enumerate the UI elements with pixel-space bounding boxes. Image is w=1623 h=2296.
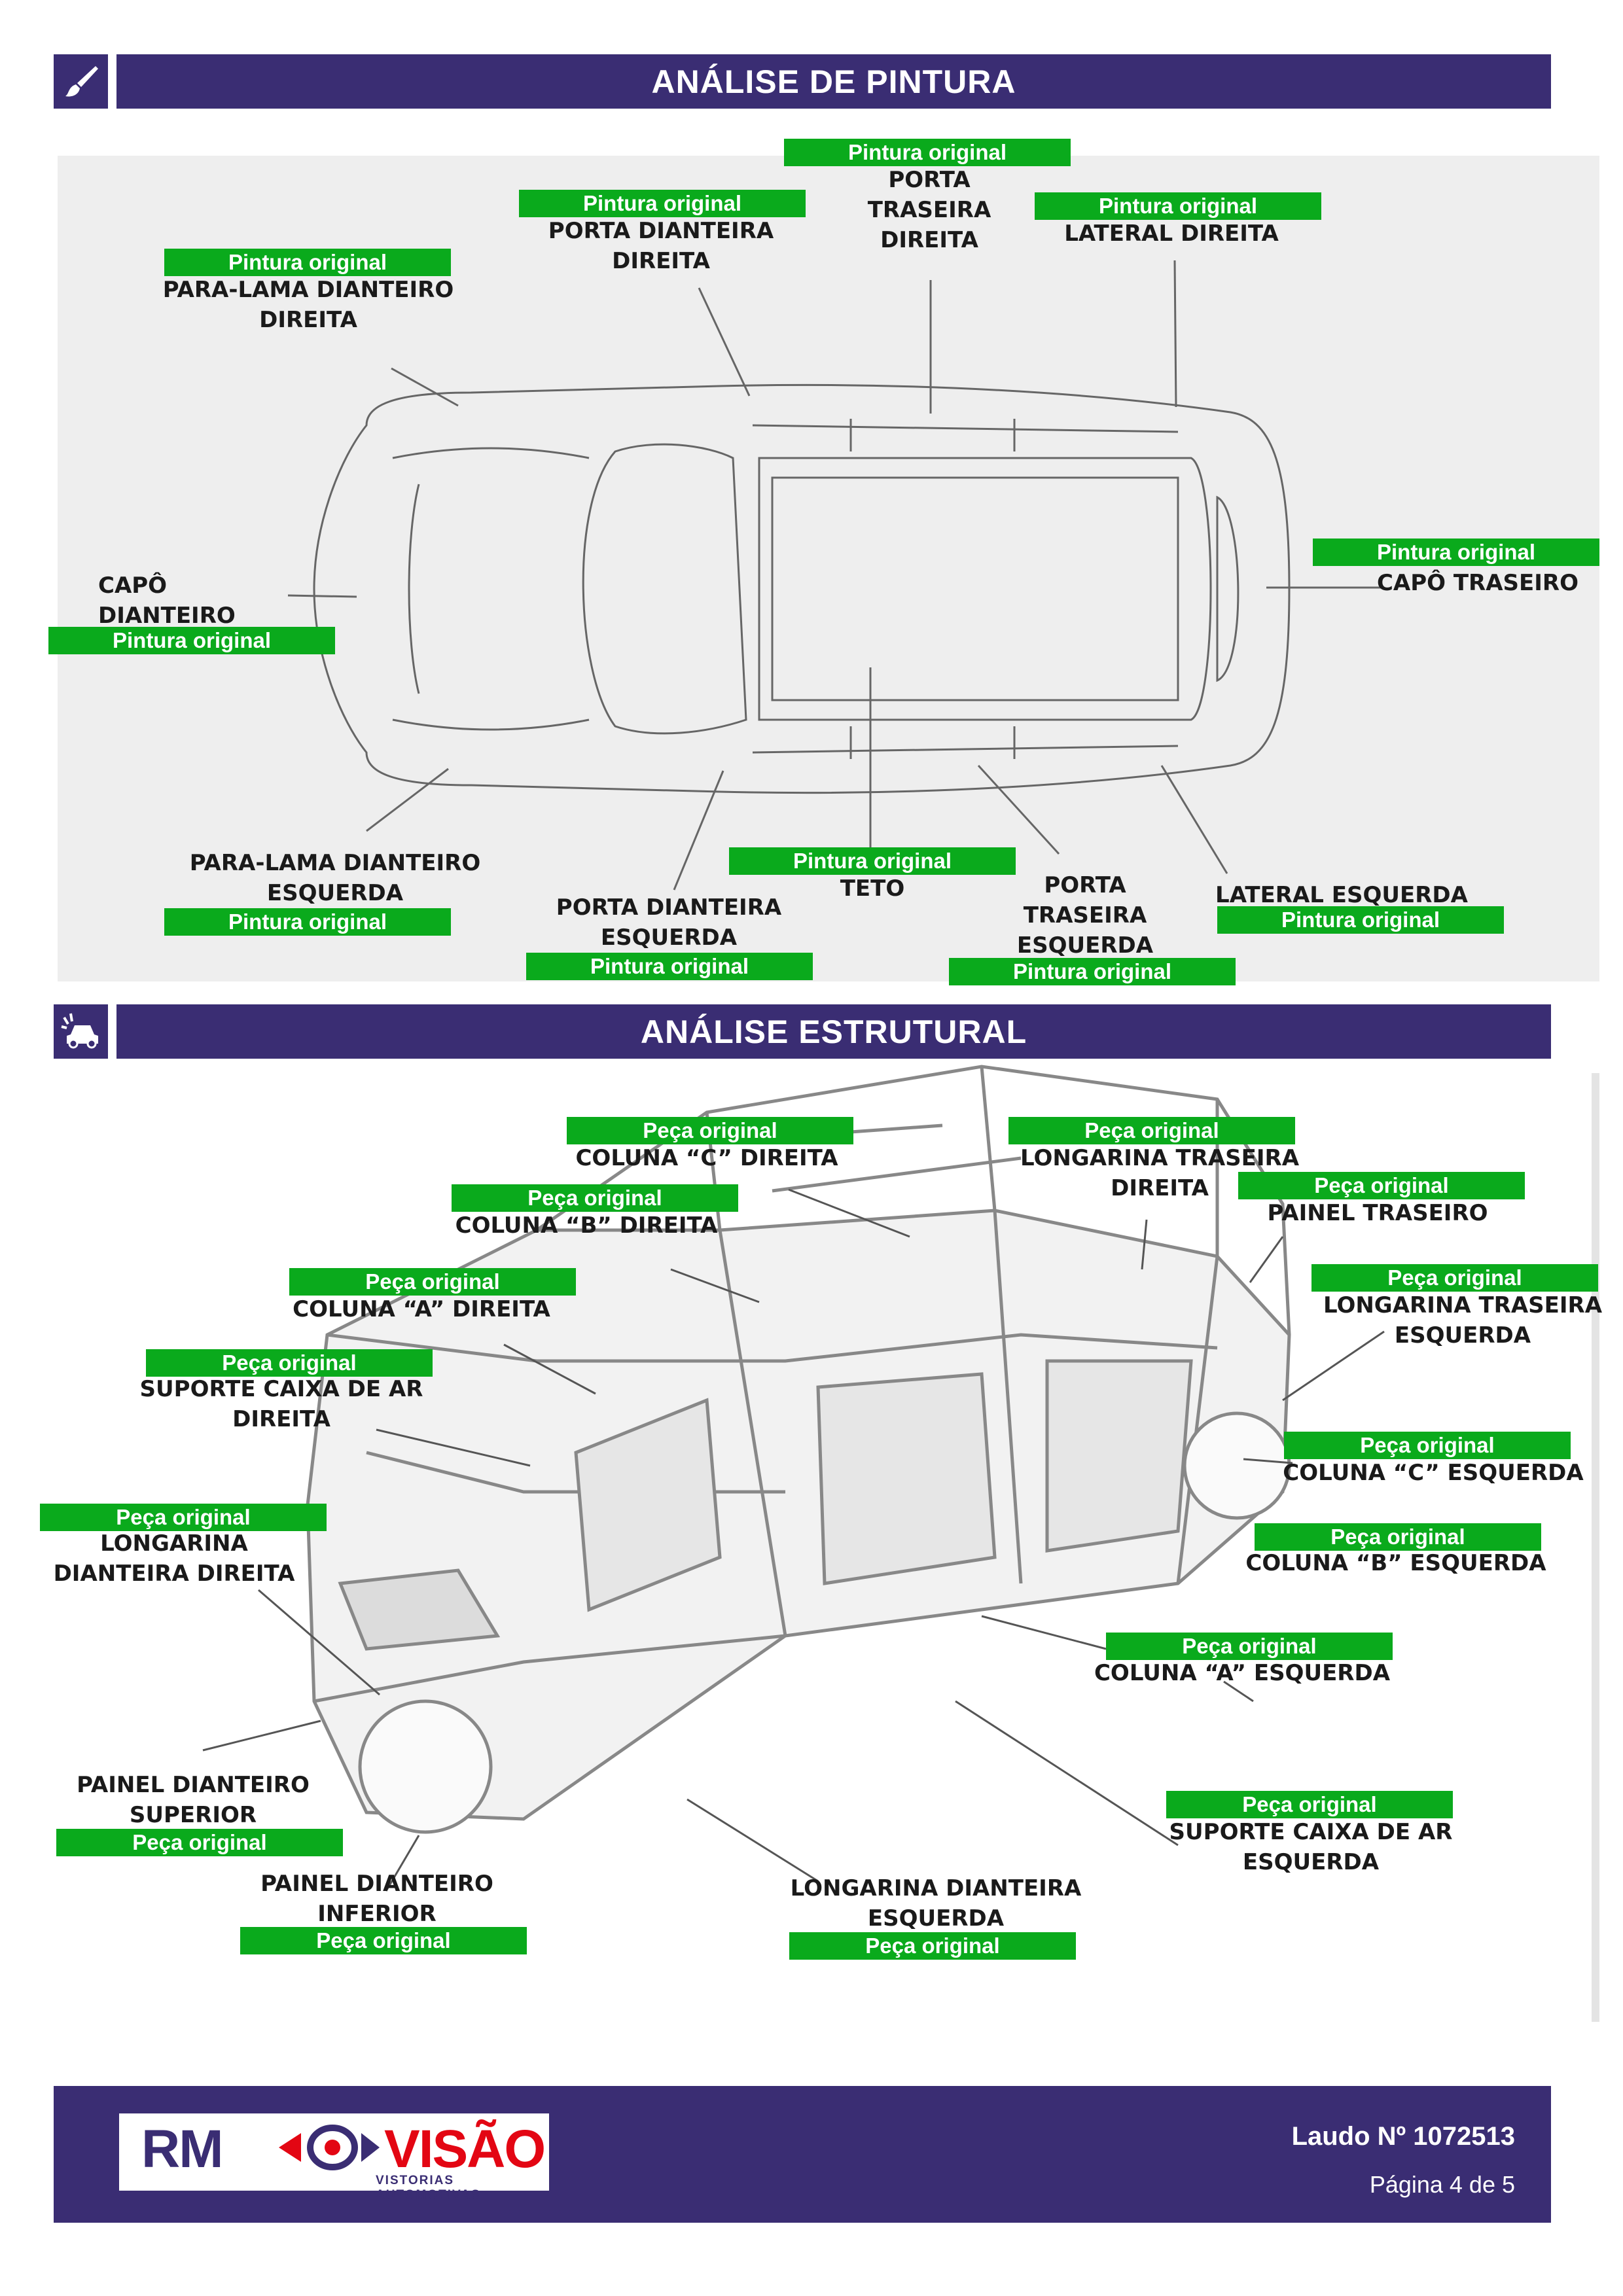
struct-part-label: COLUNA “B” DIREITA: [455, 1212, 718, 1239]
footer: RM VISÃO VISTORIAS AUTOMOTIVAS Laudo Nº …: [54, 2086, 1551, 2223]
struct-status-tag: Peça original: [1255, 1523, 1541, 1551]
struct-part-label: COLUNA “C” ESQUERDA: [1283, 1460, 1584, 1486]
paint-status-tag: Pintura original: [949, 958, 1236, 985]
paint-status-tag: Pintura original: [519, 190, 806, 217]
struct-status-tag: Peça original: [1238, 1172, 1525, 1199]
paint-status-tag: Pintura original: [1217, 906, 1504, 934]
struct-status-tag: Peça original: [56, 1829, 343, 1856]
paint-part-label: TETO: [840, 875, 905, 902]
struct-status-tag: Peça original: [1166, 1791, 1453, 1818]
brush-icon: [54, 54, 108, 109]
paint-status-tag: Pintura original: [1313, 539, 1599, 566]
struct-status-tag: Peça original: [452, 1184, 738, 1212]
struct-part-label: COLUNA “B” ESQUERDA: [1245, 1550, 1546, 1576]
struct-status-tag: Peça original: [240, 1927, 527, 1954]
section-title-painting: ANÁLISE DE PINTURA: [116, 54, 1551, 109]
struct-part-label: PAINEL TRASEIRO: [1267, 1200, 1488, 1226]
struct-status-tag: Peça original: [146, 1349, 433, 1377]
page-number: Página 4 de 5: [1369, 2171, 1515, 2198]
logo-text-left: RM: [141, 2119, 224, 2179]
company-logo: RM VISÃO VISTORIAS AUTOMOTIVAS: [119, 2113, 549, 2202]
paint-status-tag: Pintura original: [784, 139, 1071, 166]
struct-status-tag: Peça original: [567, 1117, 853, 1144]
struct-status-tag: Peça original: [1008, 1117, 1295, 1144]
car-top-view-diagram: [287, 260, 1381, 891]
eye-icon: [279, 2125, 380, 2170]
paint-part-label: LATERAL DIREITA: [1064, 221, 1279, 247]
struct-part-label: COLUNA “A” ESQUERDA: [1094, 1660, 1391, 1686]
report-number: Laudo Nº 1072513: [1291, 2122, 1515, 2151]
paint-status-tag: Pintura original: [1035, 192, 1321, 220]
paint-part-label: CAPÔ TRASEIRO: [1376, 570, 1578, 596]
logo-text-right: VISÃO: [384, 2119, 546, 2179]
paint-part-label: LATERAL ESQUERDA: [1215, 882, 1468, 908]
struct-part-label: COLUNA “C” DIREITA: [575, 1145, 838, 1171]
car-crash-icon: [54, 1004, 108, 1059]
struct-status-tag: Peça original: [789, 1932, 1076, 1960]
paint-status-tag: Pintura original: [729, 847, 1016, 875]
paint-status-tag: Pintura original: [164, 908, 451, 936]
car-body-frame-diagram: [202, 1065, 1385, 1892]
paint-status-tag: Pintura original: [48, 627, 335, 654]
struct-status-tag: Peça original: [289, 1268, 576, 1296]
struct-part-label: COLUNA “A” DIREITA: [293, 1296, 550, 1322]
struct-status-tag: Peça original: [1284, 1432, 1571, 1459]
struct-status-tag: Peça original: [1106, 1633, 1393, 1660]
section-title-structural: ANÁLISE ESTRUTURAL: [116, 1004, 1551, 1059]
struct-status-tag: Peça original: [1311, 1264, 1598, 1292]
paint-status-tag: Pintura original: [164, 249, 451, 276]
logo-subtitle: VISTORIAS AUTOMOTIVAS: [376, 2174, 481, 2202]
paint-status-tag: Pintura original: [526, 953, 813, 980]
struct-status-tag: Peça original: [40, 1504, 327, 1531]
